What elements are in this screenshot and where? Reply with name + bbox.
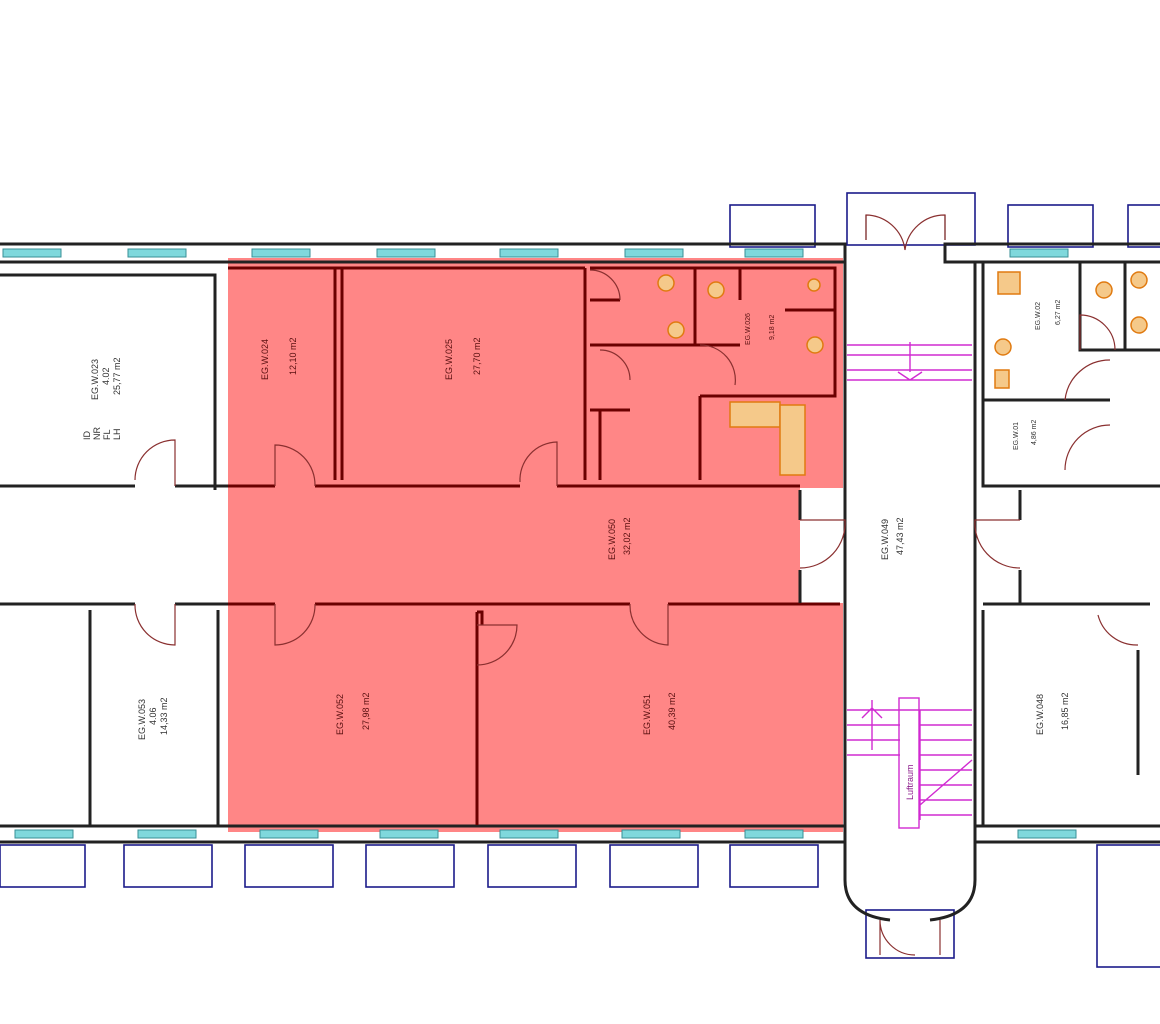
svg-text:14,33 m2: 14,33 m2 xyxy=(159,697,169,735)
exterior-walls xyxy=(0,215,1160,922)
sanitary-fixtures xyxy=(657,271,1148,476)
svg-text:12,10 m2: 12,10 m2 xyxy=(288,337,298,375)
room-label-egw01: EG.W.01 4,86 m2 xyxy=(1013,420,1038,450)
svg-text:EG.W.053: EG.W.053 xyxy=(137,699,147,740)
svg-text:EG.W.025: EG.W.025 xyxy=(444,339,454,380)
svg-text:EG.W.01: EG.W.01 xyxy=(1013,422,1020,450)
svg-text:25,77 m2: 25,77 m2 xyxy=(112,357,122,395)
svg-text:6,27 m2: 6,27 m2 xyxy=(1055,300,1062,325)
svg-text:4.02: 4.02 xyxy=(101,367,111,385)
svg-text:EG.W.023: EG.W.023 xyxy=(90,359,100,400)
svg-text:EG.W.050: EG.W.050 xyxy=(607,519,617,560)
svg-text:16,85 m2: 16,85 m2 xyxy=(1060,692,1070,730)
room-label-egw02: EG.W.02 6,27 m2 xyxy=(1035,300,1062,330)
stairs[interactable]: Luftraum xyxy=(847,342,973,829)
svg-text:EG.W.02: EG.W.02 xyxy=(1035,302,1042,330)
windows xyxy=(2,248,1077,839)
svg-text:4,86 m2: 4,86 m2 xyxy=(1031,420,1038,445)
svg-text:32,02 m2: 32,02 m2 xyxy=(622,517,632,555)
svg-text:47,43 m2: 47,43 m2 xyxy=(895,517,905,555)
svg-text:EG.W.024: EG.W.024 xyxy=(260,339,270,380)
room-label-egw048: EG.W.048 16,85 m2 xyxy=(1035,692,1070,735)
svg-text:EG.W.048: EG.W.048 xyxy=(1035,694,1045,735)
room-label-egw026: EG.W.026 9,18 m2 xyxy=(745,313,776,345)
room-label-egw052: EG.W.052 27,98 m2 xyxy=(335,692,371,735)
svg-text:4.06: 4.06 xyxy=(148,707,158,725)
svg-text:40,39 m2: 40,39 m2 xyxy=(667,692,677,730)
svg-text:ID: ID xyxy=(82,430,92,440)
room-label-egw025: EG.W.025 27,70 m2 xyxy=(444,337,482,380)
room-field-list: ID NR FL LH xyxy=(82,427,122,440)
room-label-egw050: EG.W.050 32,02 m2 xyxy=(607,517,632,560)
svg-text:LH: LH xyxy=(112,428,122,440)
room-label-egw053: EG.W.053 4.06 14,33 m2 xyxy=(137,697,169,740)
svg-text:9,18 m2: 9,18 m2 xyxy=(769,315,776,340)
window-bays xyxy=(0,192,1160,968)
stair-label: Luftraum xyxy=(905,764,915,800)
room-label-egw024: EG.W.024 12,10 m2 xyxy=(260,337,298,380)
room-labels: EG.W.023 4.02 25,77 m2 ID NR FL LH EG.W.… xyxy=(82,300,1070,740)
room-label-egw023: EG.W.023 4.02 25,77 m2 xyxy=(90,357,122,400)
svg-text:27,70 m2: 27,70 m2 xyxy=(472,337,482,375)
svg-text:FL: FL xyxy=(102,429,112,440)
svg-text:EG.W.051: EG.W.051 xyxy=(642,694,652,735)
svg-text:27,98 m2: 27,98 m2 xyxy=(361,692,371,730)
svg-text:EG.W.052: EG.W.052 xyxy=(335,694,345,735)
room-label-egw051: EG.W.051 40,39 m2 xyxy=(642,692,677,735)
doors xyxy=(134,214,1139,956)
room-label-egw049: EG.W.049 47,43 m2 xyxy=(880,517,905,560)
svg-text:EG.W.026: EG.W.026 xyxy=(745,313,752,345)
svg-text:NR: NR xyxy=(92,427,102,440)
svg-text:EG.W.049: EG.W.049 xyxy=(880,519,890,560)
highlighted-area[interactable] xyxy=(228,258,843,832)
